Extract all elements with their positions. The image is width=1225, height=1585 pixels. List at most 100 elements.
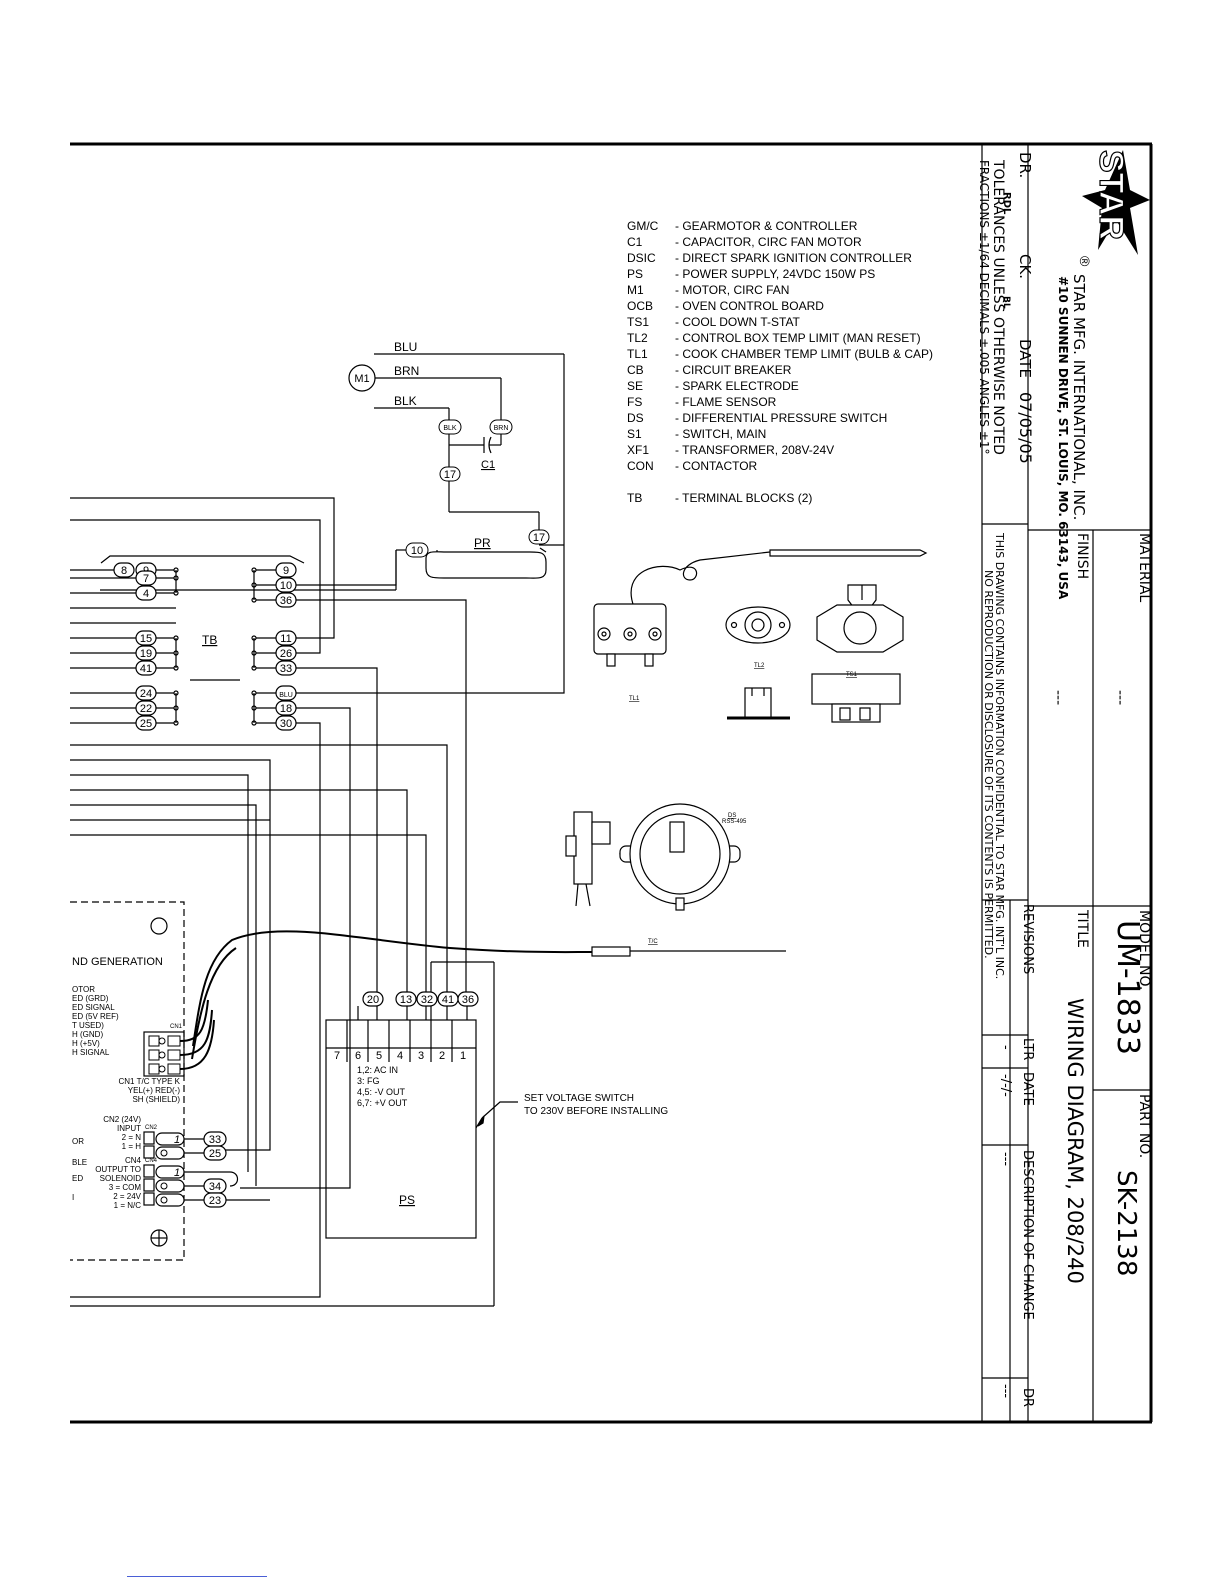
legend-desc: - COOK CHAMBER TEMP LIMIT (BULB & CAP) bbox=[675, 347, 933, 361]
legend-desc: - SWITCH, MAIN bbox=[675, 427, 766, 441]
legend-code: XF1 bbox=[627, 443, 649, 457]
wire-tag-blk bbox=[438, 419, 462, 435]
confidential-line1: THIS DRAWING CONTAINS INFORMATION CONFID… bbox=[993, 532, 1006, 979]
drawing-frame bbox=[70, 142, 1153, 1424]
tb-left-terminal-label: 41 bbox=[140, 663, 152, 675]
tb-left-terminal-label: 15 bbox=[140, 633, 152, 645]
tl1-thermostat bbox=[593, 549, 928, 667]
legend-code: TS1 bbox=[627, 315, 649, 329]
ps-note: 1,2: AC IN bbox=[357, 1065, 398, 1075]
date-value: 07/05/05 bbox=[1016, 392, 1035, 464]
controller-pin-line: ED (5V REF) bbox=[72, 1012, 119, 1021]
part-value: SK-2138 bbox=[1111, 1170, 1141, 1276]
star-logo-text: STAR bbox=[1092, 150, 1130, 240]
tb-right-terminal-label: 26 bbox=[280, 648, 292, 660]
cn-wire-tag-label: 34 bbox=[209, 1181, 221, 1193]
model-label: MODEL NO. bbox=[1136, 910, 1152, 990]
tb-right-terminal-label: 10 bbox=[280, 580, 292, 592]
tl2-label: TL2 bbox=[754, 663, 765, 669]
ps-wire-tag-label: 41 bbox=[442, 994, 454, 1006]
cn4-pin-1: 1 bbox=[174, 1167, 180, 1179]
registered-mark: ® bbox=[1077, 256, 1093, 267]
wire-tag-10-text: 10 bbox=[411, 545, 423, 557]
cn1-label: CN1 bbox=[170, 1024, 183, 1030]
controller-frag-or: OR bbox=[72, 1137, 84, 1146]
title-block-grid bbox=[981, 144, 1151, 1422]
legend-desc: - TERMINAL BLOCKS (2) bbox=[675, 491, 812, 505]
rev-ltr-header: LTR bbox=[1020, 1038, 1035, 1060]
ps-label: PS bbox=[399, 1193, 415, 1207]
tb-right-terminal-label: 30 bbox=[280, 718, 292, 730]
tl1-label: TL1 bbox=[629, 696, 640, 702]
tb-right-terminal bbox=[275, 562, 297, 578]
ps-callout-line2: TO 230V BEFORE INSTALLING bbox=[524, 1106, 668, 1117]
tb-right-terminal-label: 11 bbox=[280, 633, 291, 645]
wire-tag-17a-text: 17 bbox=[444, 469, 456, 481]
legend-code: SE bbox=[627, 379, 643, 393]
controller-pin-line: OTOR bbox=[72, 985, 95, 994]
cn4-label: CN4 bbox=[145, 1158, 158, 1164]
rev-dr-header: DR bbox=[1020, 1388, 1035, 1407]
tb-left-terminal-label: 19 bbox=[140, 648, 152, 660]
cn1-desc2: YEL(+) RED(-) bbox=[128, 1086, 181, 1095]
controller-pin-line: ED SIGNAL bbox=[72, 1003, 115, 1012]
cn-circles bbox=[160, 1149, 168, 1204]
company-name: STAR MFG. INTERNATIONAL, INC. bbox=[1070, 274, 1088, 520]
dr-value: RDL bbox=[1001, 192, 1012, 215]
star-logo: STAR bbox=[1082, 149, 1150, 255]
tb-left-terminal-label: 4 bbox=[143, 588, 149, 600]
tb-left-terminal bbox=[135, 645, 157, 661]
cn1-desc1: CN1 T/C TYPE K bbox=[119, 1077, 181, 1086]
tb-right-terminal bbox=[275, 630, 297, 646]
cn2-line: CN2 (24V) bbox=[103, 1115, 141, 1124]
legend-desc: - MOTOR, CIRC FAN bbox=[675, 283, 789, 297]
rev-desc-header: DESCRIPTION OF CHANGE bbox=[1020, 1150, 1035, 1320]
ts1-thermostat bbox=[811, 584, 904, 723]
tb-right-terminal bbox=[275, 660, 297, 676]
legend-desc: - GEARMOTOR & CONTROLLER bbox=[675, 219, 858, 233]
legend-code: CB bbox=[627, 363, 644, 377]
tb-right-terminal-label: 36 bbox=[280, 595, 292, 607]
ps-wire-tag-label: 20 bbox=[367, 994, 379, 1006]
legend-code: DSIC bbox=[627, 251, 656, 265]
wire-tag-17b-text: 17 bbox=[533, 532, 545, 544]
motor-m1-symbol bbox=[348, 364, 376, 392]
legend-code: TB bbox=[627, 491, 642, 505]
tb-left-terminal bbox=[135, 700, 157, 716]
rev-dr: --- bbox=[998, 1384, 1013, 1398]
cn4-line: SOLENOID bbox=[100, 1174, 142, 1183]
wire-brn-label: BRN bbox=[394, 364, 419, 378]
controller-frag-bar: I bbox=[72, 1193, 74, 1202]
controller-pin-line: H (GND) bbox=[72, 1030, 103, 1039]
terminal-blocks: 897415194124222591036112633BLU1830 bbox=[100, 555, 305, 731]
tolerances-line1: TOLERANCES UNLESS OTHERWISE NOTED bbox=[990, 159, 1006, 455]
title-value: WIRING DIAGRAM, 208/240 bbox=[1063, 998, 1087, 1284]
ds-pressure-switch bbox=[565, 803, 741, 911]
legend-desc: - COOL DOWN T-STAT bbox=[675, 315, 801, 329]
wire-tag-brn-text: BRN bbox=[494, 425, 509, 432]
legend-code: OCB bbox=[627, 299, 653, 313]
ps-note: 6,7: +V OUT bbox=[357, 1098, 408, 1108]
rev-desc: --- bbox=[998, 1152, 1013, 1166]
ts1-label: TS1 bbox=[846, 672, 858, 678]
ps-wire-tag bbox=[457, 991, 479, 1007]
finish-value: --- bbox=[1050, 690, 1066, 705]
legend-code: CON bbox=[627, 459, 654, 473]
tb-left-terminal-label: 7 bbox=[143, 573, 149, 585]
legend-desc: - FLAME SENSOR bbox=[675, 395, 777, 409]
wire-tag-blk-text: BLK bbox=[443, 425, 457, 432]
ps-pin: 4 bbox=[397, 1050, 403, 1062]
rev-ltr: - bbox=[998, 1045, 1013, 1050]
footer-link-underline[interactable] bbox=[127, 1576, 267, 1577]
tb-left-terminal bbox=[135, 685, 157, 701]
wire-tag-17a bbox=[439, 466, 461, 482]
legend-desc: - DIFFERENTIAL PRESSURE SWITCH bbox=[675, 411, 887, 425]
tb-left-terminal-label: 25 bbox=[140, 718, 152, 730]
legend-desc: - CONTROL BOX TEMP LIMIT (MAN RESET) bbox=[675, 331, 921, 345]
tb-right-terminal bbox=[275, 715, 297, 731]
